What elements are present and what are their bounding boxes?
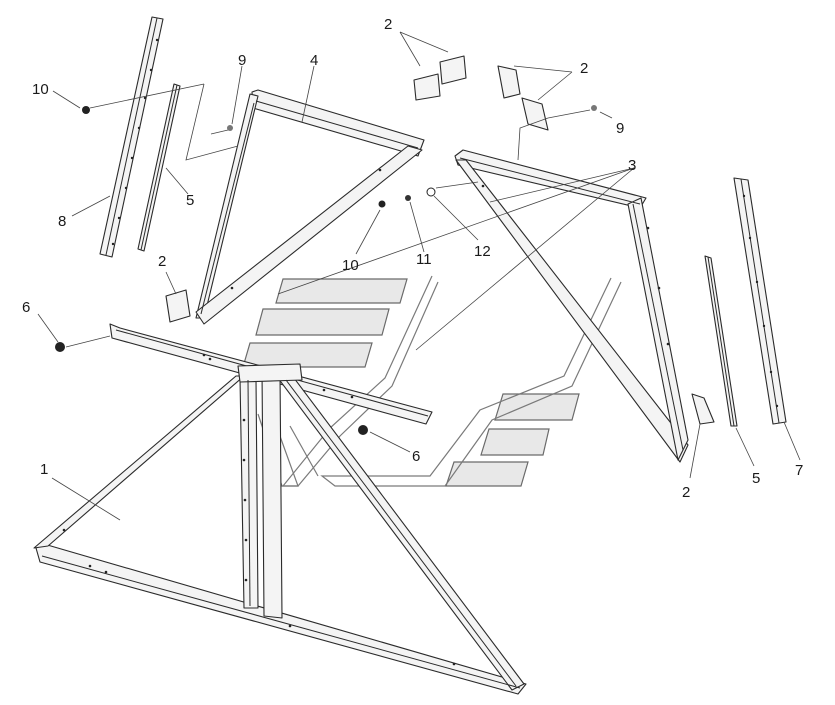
callout-10: 10 xyxy=(342,257,359,274)
callout-9: 9 xyxy=(238,52,246,69)
part-12-washer xyxy=(426,187,436,197)
callout-2: 2 xyxy=(682,484,690,501)
leader-lines xyxy=(37,31,801,521)
part-2-bracket-left xyxy=(165,289,191,323)
part-4-frame xyxy=(195,89,425,325)
part-7-strip xyxy=(733,177,787,425)
callout-10: 10 xyxy=(32,81,49,98)
callout-11: 11 xyxy=(416,251,432,268)
callout-5: 5 xyxy=(186,192,194,209)
callout-2: 2 xyxy=(580,60,588,77)
callout-7: 7 xyxy=(795,462,803,479)
watermark-logo xyxy=(242,275,622,487)
part-11-washer xyxy=(405,195,411,201)
callout-labels: 1 2 2 2 2 3 4 5 5 6 6 7 8 9 9 10 10 11 1… xyxy=(22,16,803,501)
callout-6: 6 xyxy=(412,448,420,465)
part-9-bolt-left xyxy=(227,125,233,131)
callout-4: 4 xyxy=(310,52,318,69)
part-8-strip xyxy=(99,16,164,258)
callout-9: 9 xyxy=(616,120,624,137)
part-1-base-frame xyxy=(33,363,527,695)
part-2-bracket-right xyxy=(691,393,715,425)
part-10-nut-center xyxy=(378,200,386,208)
part-6-nut-center xyxy=(358,425,368,435)
part-3-frame xyxy=(454,149,689,463)
part-5-strip-left xyxy=(137,83,181,252)
part-2-bracket-top xyxy=(413,55,467,101)
part-2-bracket-top-right xyxy=(497,65,549,131)
part-5-strip-right xyxy=(704,255,738,427)
callout-2: 2 xyxy=(384,16,392,33)
callout-3: 3 xyxy=(628,157,636,174)
callout-6: 6 xyxy=(22,299,30,316)
hardware xyxy=(55,105,597,435)
part-10-nut-left xyxy=(82,106,90,114)
callout-8: 8 xyxy=(58,213,66,230)
callout-2: 2 xyxy=(158,253,166,270)
callout-5: 5 xyxy=(752,470,760,487)
part-9-bolt-right xyxy=(591,105,597,111)
part-6-nut-left xyxy=(55,342,65,352)
callout-12: 12 xyxy=(474,243,491,260)
callout-1: 1 xyxy=(40,461,48,478)
